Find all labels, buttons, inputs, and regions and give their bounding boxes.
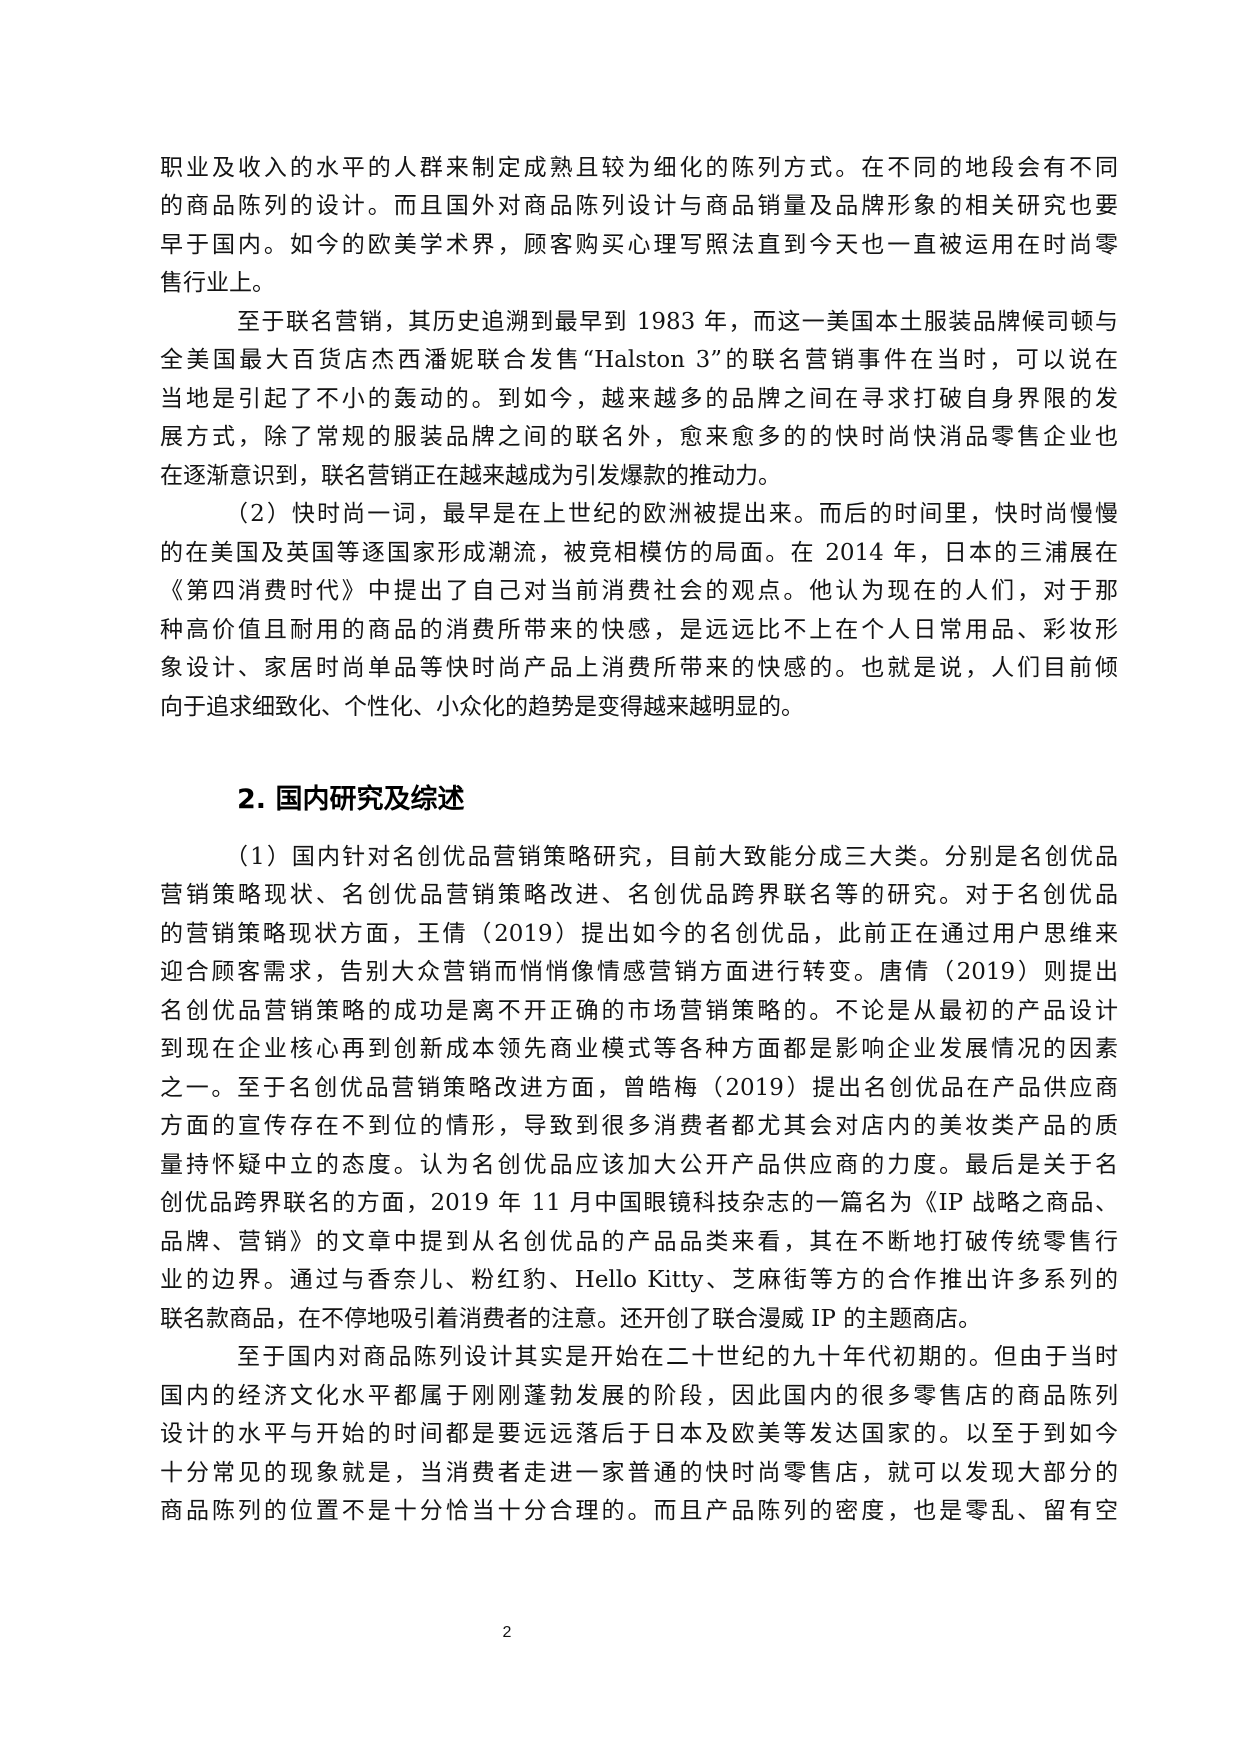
paragraph-line: 国内的经济文化水平都属于刚刚蓬勃发展的阶段，因此国内的很多零售店的商品陈列	[160, 1383, 1118, 1409]
paragraph-line: 至于联名营销，其历史追溯到最早到 1983 年，而这一美国本土服装品牌候司顿与	[237, 309, 1118, 335]
paragraph-line: 售行业上。	[160, 270, 275, 296]
paragraph-line: 营销策略现状、名创优品营销策略改进、名创优品跨界联名等的研究。对于名创优品	[160, 882, 1118, 908]
paragraph-line: （1）国内针对名创优品营销策略研究，目前大致能分成三大类。分别是名创优品	[225, 844, 1118, 870]
paragraph-line: 十分常见的现象就是，当消费者走进一家普通的快时尚零售店，就可以发现大部分的	[160, 1460, 1118, 1486]
paragraph-line: 展方式，除了常规的服装品牌之间的联名外，愈来愈多的的快时尚快消品零售企业也	[160, 424, 1118, 450]
paragraph-line: 创优品跨界联名的方面，2019 年 11 月中国眼镜科技杂志的一篇名为《IP 战…	[160, 1190, 1118, 1216]
paragraph-line: 量持怀疑中立的态度。认为名创优品应该加大公开产品供应商的力度。最后是关于名	[160, 1152, 1118, 1178]
paragraph-line: 品牌、营销》的文章中提到从名创优品的产品品类来看，其在不断地打破传统零售行	[160, 1229, 1118, 1255]
paragraph-line: 业的边界。通过与香奈儿、粉红豹、Hello Kitty、芝麻街等方的合作推出许多…	[160, 1267, 1118, 1293]
paragraph-line: 名创优品营销策略的成功是离不开正确的市场营销策略的。不论是从最初的产品设计	[160, 998, 1118, 1024]
paragraph-line: 到现在企业核心再到创新成本领先商业模式等各种方面都是影响企业发展情况的因素	[160, 1036, 1118, 1062]
paragraph-line: 的在美国及英国等逐国家形成潮流，被竞相模仿的局面。在 2014 年，日本的三浦展…	[160, 540, 1118, 566]
paragraph-line: 早于国内。如今的欧美学术界，顾客购买心理写照法直到今天也一直被运用在时尚零	[160, 232, 1118, 258]
paragraph-line: 至于国内对商品陈列设计其实是开始在二十世纪的九十年代初期的。但由于当时	[237, 1344, 1118, 1370]
paragraph-line: 向于追求细致化、个性化、小众化的趋势是变得越来越明显的。	[160, 694, 804, 720]
section-heading: 2. 国内研究及综述	[237, 784, 465, 815]
paragraph-line: 的营销策略现状方面，王倩（2019）提出如今的名创优品，此前正在通过用户思维来	[160, 921, 1118, 947]
paragraph-line: 方面的宣传存在不到位的情形，导致到很多消费者都尤其会对店内的美妆类产品的质	[160, 1113, 1118, 1139]
paragraph-line: 在逐渐意识到，联名营销正在越来越成为引发爆款的推动力。	[160, 463, 781, 489]
paragraph-line: 全美国最大百货店杰西潘妮联合发售“Halston 3”的联名营销事件在当时，可以…	[160, 347, 1118, 373]
paragraph-line: 象设计、家居时尚单品等快时尚产品上消费所带来的快感的。也就是说，人们目前倾	[160, 655, 1118, 681]
paragraph-line: （2）快时尚一词，最早是在上世纪的欧洲被提出来。而后的时间里，快时尚慢慢	[225, 501, 1118, 527]
paragraph-line: 《第四消费时代》中提出了自己对当前消费社会的观点。他认为现在的人们，对于那	[160, 578, 1118, 604]
paragraph-line: 职业及收入的水平的人群来制定成熟且较为细化的陈列方式。在不同的地段会有不同	[160, 155, 1118, 181]
page-number: 2	[502, 1624, 512, 1641]
paragraph-line: 商品陈列的位置不是十分恰当十分合理的。而且产品陈列的密度，也是零乱、留有空	[160, 1498, 1118, 1524]
paragraph-line: 种高价值且耐用的商品的消费所带来的快感，是远远比不上在个人日常用品、彩妆形	[160, 617, 1118, 643]
paragraph-line: 的商品陈列的设计。而且国外对商品陈列设计与商品销量及品牌形象的相关研究也要	[160, 193, 1118, 219]
paragraph-line: 设计的水平与开始的时间都是要远远落后于日本及欧美等发达国家的。以至于到如今	[160, 1421, 1118, 1447]
paragraph-line: 当地是引起了不小的轰动的。到如今，越来越多的品牌之间在寻求打破自身界限的发	[160, 386, 1118, 412]
paragraph-line: 联名款商品，在不停地吸引着消费者的注意。还开创了联合漫威 IP 的主题商店。	[160, 1306, 982, 1332]
paragraph-line: 迎合顾客需求，告别大众营销而悄悄像情感营销方面进行转变。唐倩（2019）则提出	[160, 959, 1118, 985]
paragraph-line: 之一。至于名创优品营销策略改进方面，曾皓梅（2019）提出名创优品在产品供应商	[160, 1075, 1118, 1101]
